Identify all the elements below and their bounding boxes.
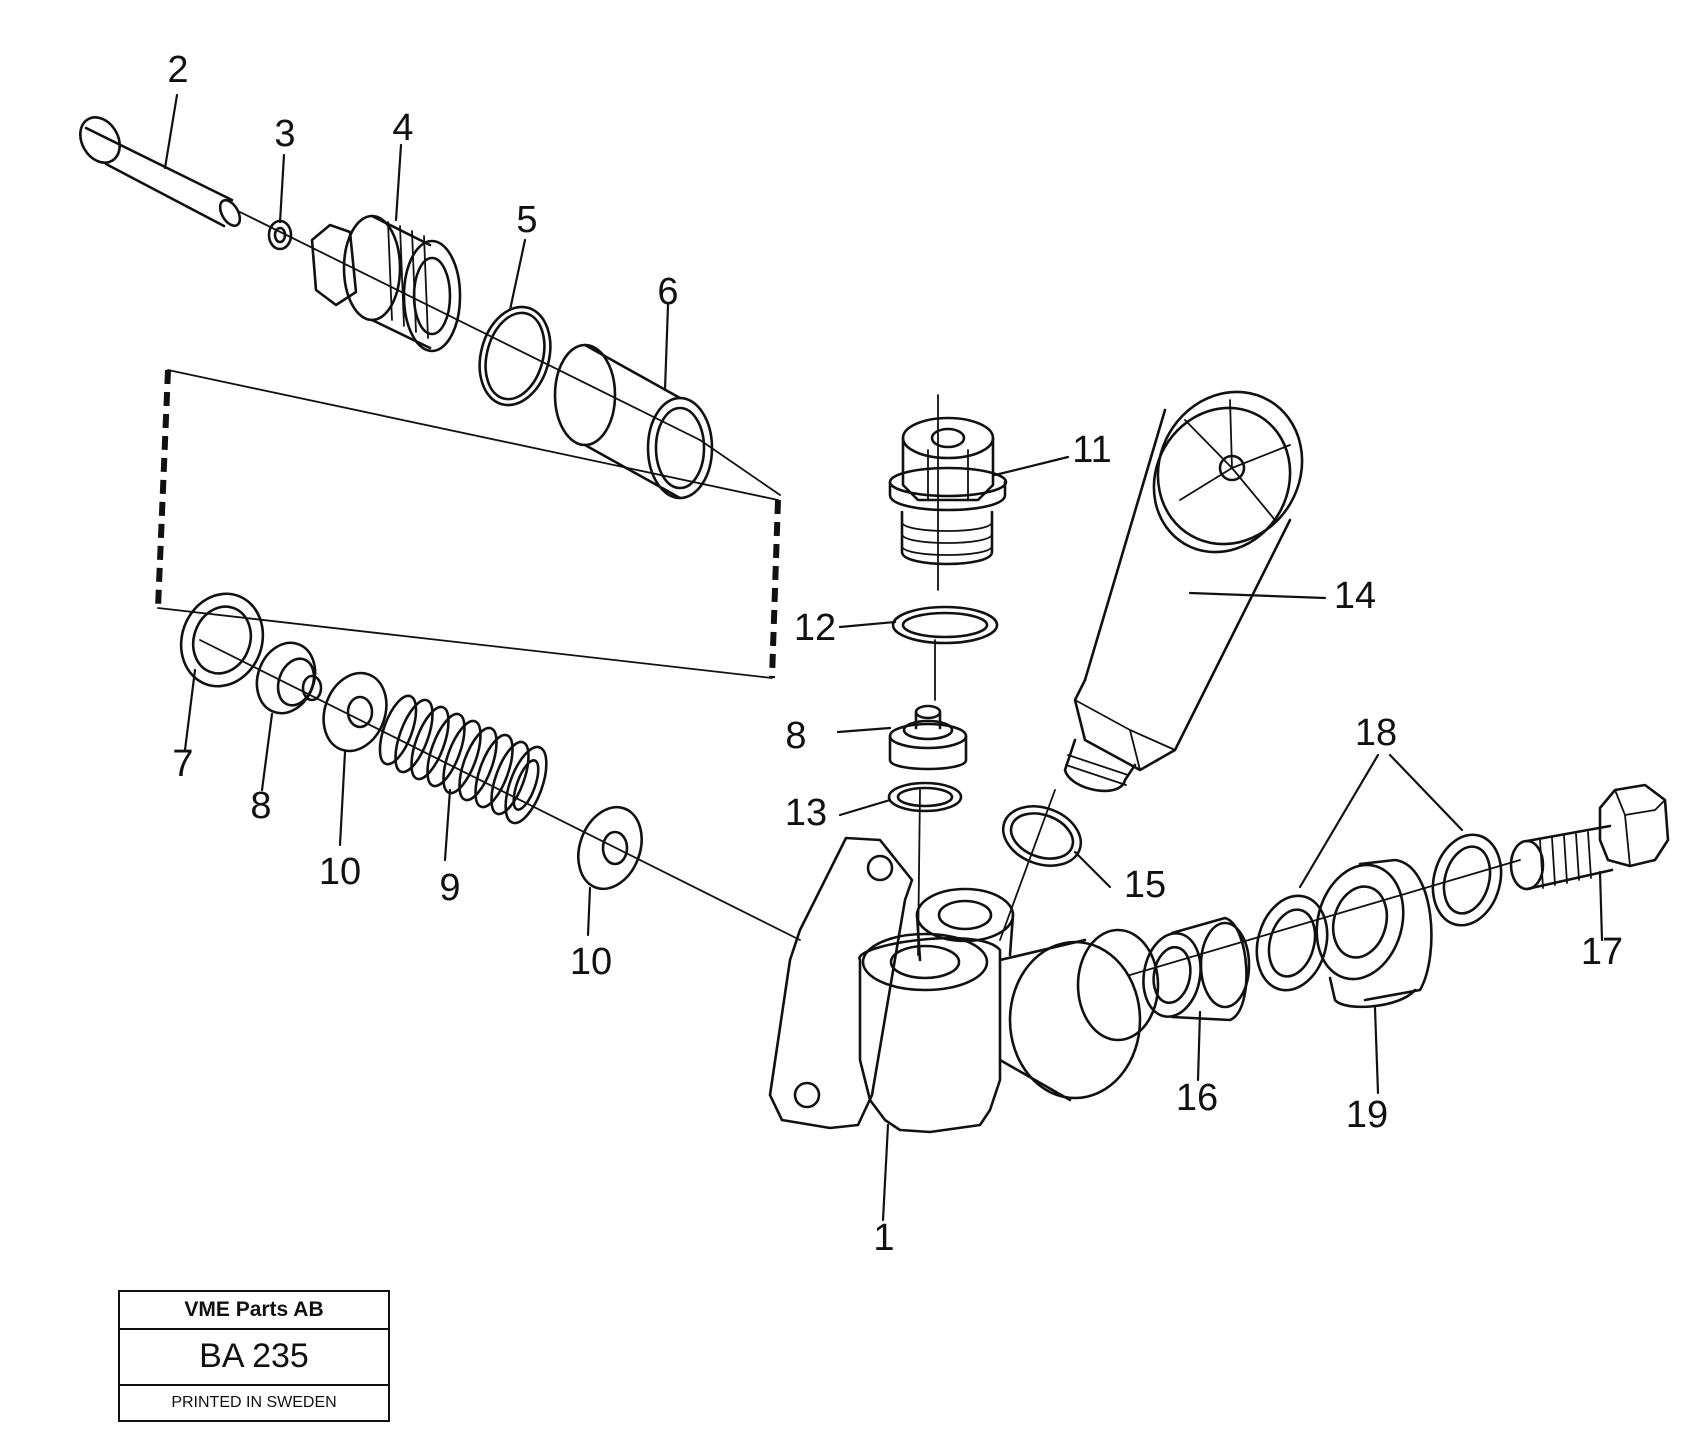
callout-8-left: 8 xyxy=(250,785,271,827)
diagram-code: BA 235 xyxy=(120,1328,388,1386)
title-block: VME Parts AB BA 235 PRINTED IN SWEDEN xyxy=(118,1290,390,1422)
part-11-fitting xyxy=(888,416,1008,566)
callout-11: 11 xyxy=(1072,429,1111,471)
part-8-valve-left xyxy=(255,641,323,715)
callout-14: 14 xyxy=(1334,575,1376,617)
part-10-washer-right xyxy=(577,805,643,891)
part-18-washer-right xyxy=(1431,833,1503,927)
callout-6: 6 xyxy=(657,271,678,313)
callout-1: 1 xyxy=(873,1217,894,1259)
company-name: VME Parts AB xyxy=(120,1292,388,1330)
part-5-o-ring xyxy=(478,305,552,407)
leader-lines xyxy=(163,93,1604,1222)
part-9-spring xyxy=(378,694,548,825)
callout-3: 3 xyxy=(274,113,295,155)
part-14-hand-pump xyxy=(1063,390,1304,793)
part-12-o-ring xyxy=(891,605,999,645)
callout-17: 17 xyxy=(1581,931,1623,973)
part-16-adapter xyxy=(1142,916,1251,1022)
assembly-axis-lines xyxy=(199,211,1521,976)
callout-12: 12 xyxy=(794,607,836,649)
part-1-pump-body xyxy=(768,836,1160,1134)
callout-9: 9 xyxy=(439,867,460,909)
callout-19: 19 xyxy=(1346,1094,1388,1136)
callout-labels: 1 2 3 4 5 6 7 8 8 9 10 10 11 12 13 14 15… xyxy=(167,49,1623,1259)
part-4-plug xyxy=(310,214,462,353)
part-15-o-ring xyxy=(1001,805,1083,867)
part-2-bolt xyxy=(79,116,242,228)
callout-10-right: 10 xyxy=(570,941,612,983)
part-18-washer-left xyxy=(1255,894,1329,992)
part-8-valve-center xyxy=(888,704,968,771)
printed-note: PRINTED IN SWEDEN xyxy=(171,1394,337,1411)
part-19-banjo xyxy=(1315,858,1433,1009)
callout-2: 2 xyxy=(167,49,188,91)
callout-13: 13 xyxy=(785,792,827,834)
callout-8-center: 8 xyxy=(785,715,806,757)
callout-10-left: 10 xyxy=(319,851,361,893)
part-7-seat-ring xyxy=(179,592,265,688)
part-17-banjo-bolt xyxy=(1509,783,1670,891)
callout-5: 5 xyxy=(516,199,537,241)
callout-4: 4 xyxy=(392,107,413,149)
callout-18: 18 xyxy=(1355,712,1397,754)
callout-7: 7 xyxy=(172,743,193,785)
part-10-washer-left xyxy=(322,671,388,753)
callout-16: 16 xyxy=(1176,1077,1218,1119)
callout-15: 15 xyxy=(1124,864,1166,906)
part-13-o-ring xyxy=(887,781,963,813)
part-6-sleeve xyxy=(553,343,714,500)
